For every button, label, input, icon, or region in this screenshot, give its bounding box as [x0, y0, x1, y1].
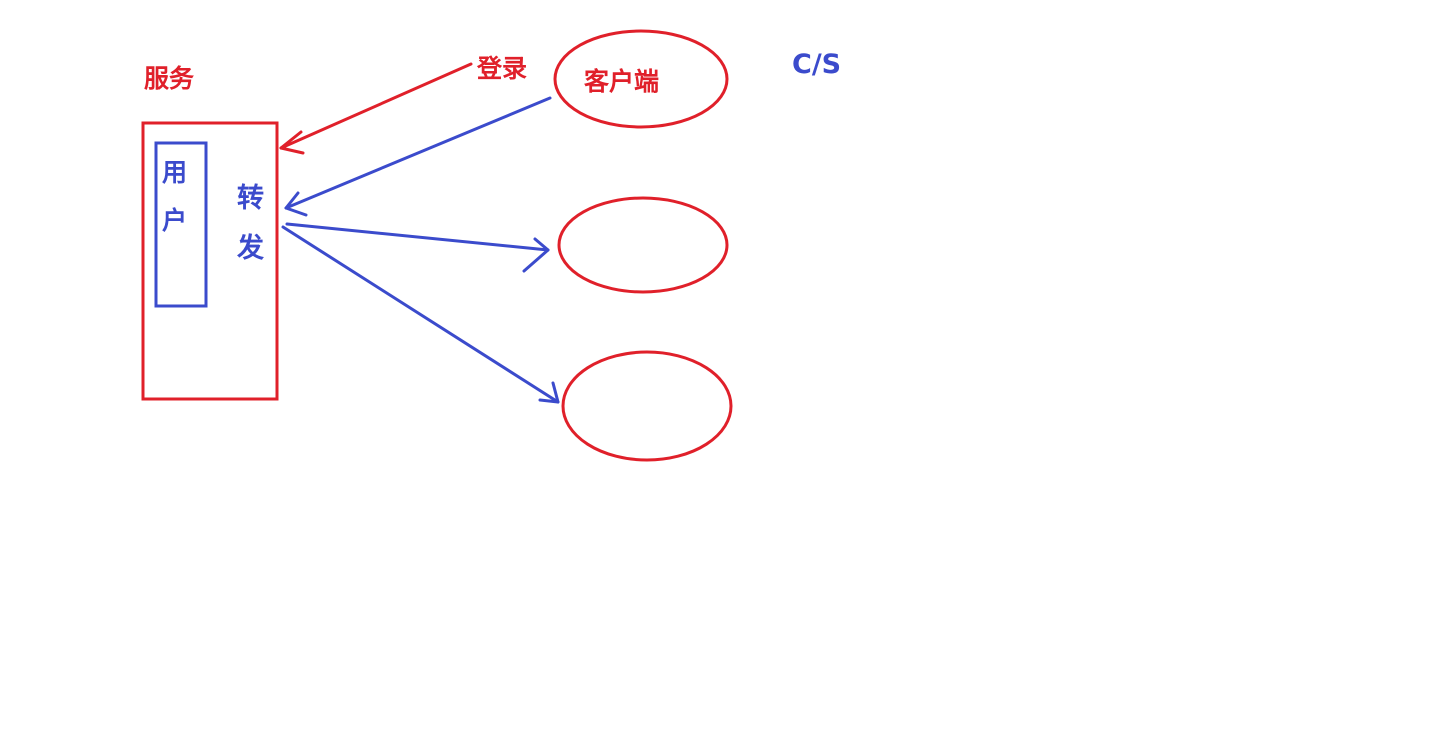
user-store-box: [154, 141, 208, 308]
client-node-2: [557, 196, 729, 294]
forward-arrow-3: [281, 225, 560, 404]
client-node-1: [553, 29, 729, 129]
cs-label: C/S: [792, 49, 841, 80]
user-label-char-1: 用: [162, 158, 187, 187]
forward-label-char-1: 转: [237, 183, 264, 214]
service-label: 服务: [144, 64, 194, 93]
client-label: 客户端: [584, 67, 659, 96]
user-label-char-2: 户: [162, 206, 187, 235]
forward-arrow-2: [285, 222, 550, 273]
forward-label-char-2: 发: [236, 232, 264, 264]
server-box: [141, 121, 279, 401]
client-node-3: [561, 350, 733, 462]
client-to-server-arrow: [284, 96, 552, 217]
login-label: 登录: [476, 54, 527, 83]
login-arrow: [279, 62, 473, 155]
